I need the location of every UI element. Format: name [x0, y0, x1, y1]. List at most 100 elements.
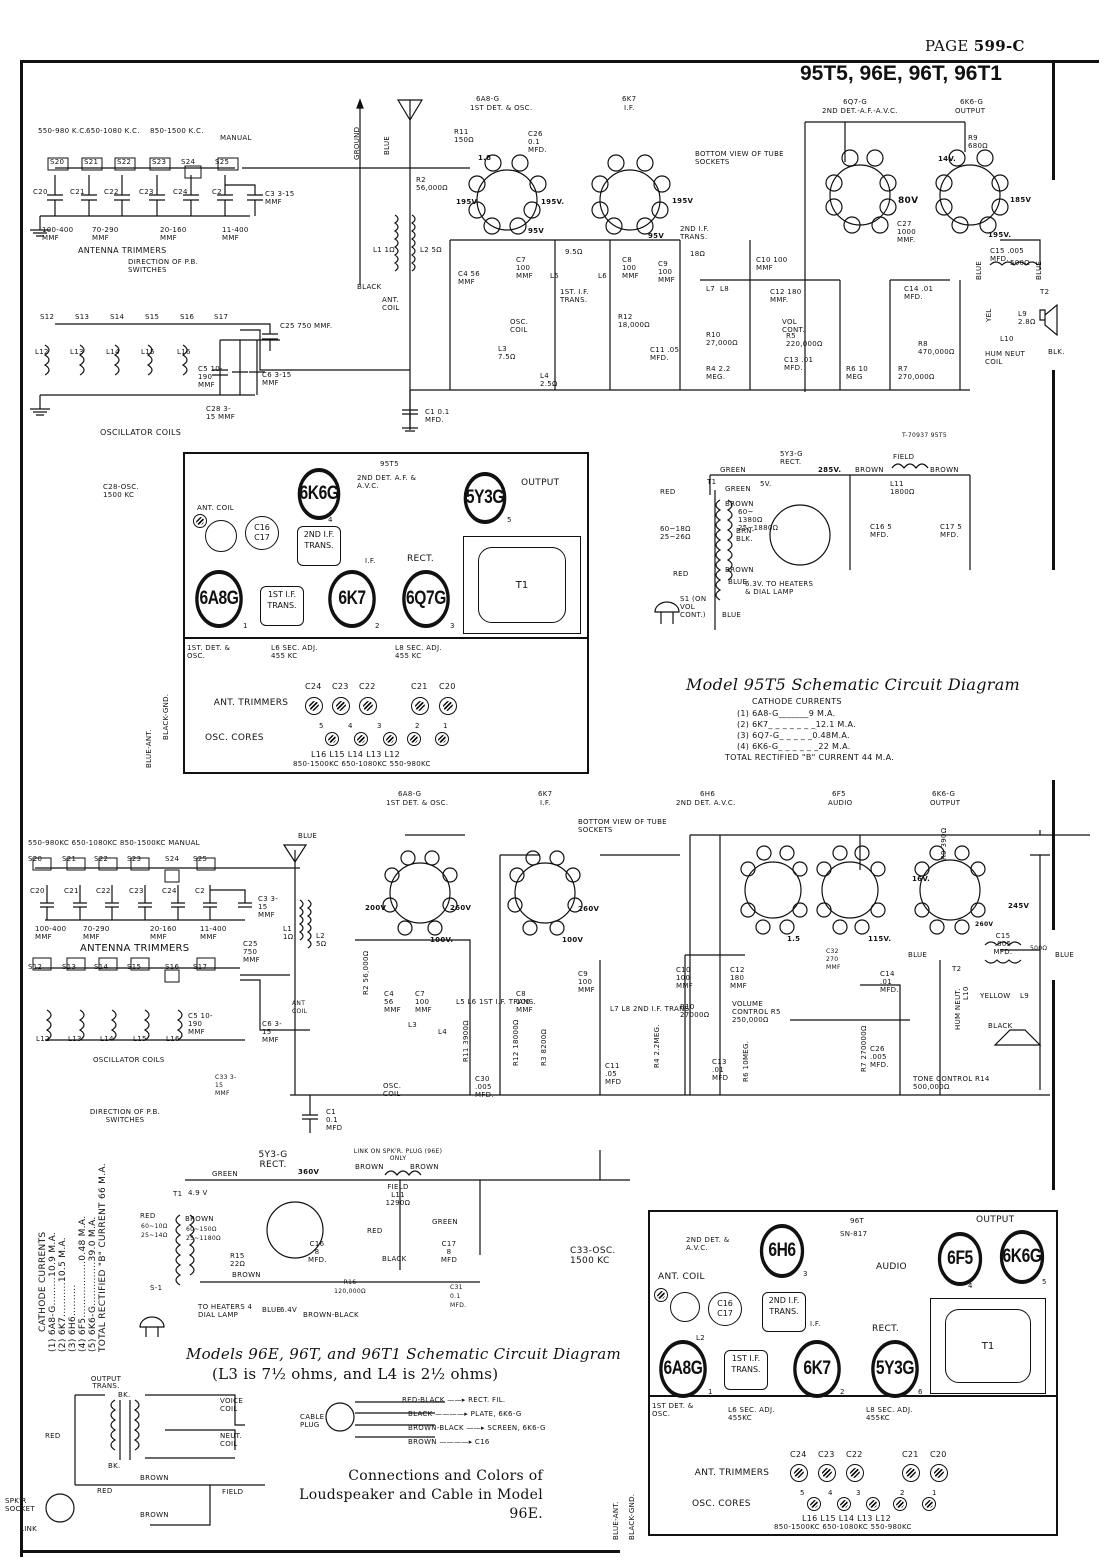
c28-osc-label: C28-OSC. 1500 KC	[103, 483, 139, 499]
trimmer-screw-c20[interactable]	[439, 697, 457, 715]
if1-transformer[interactable]: 1ST I.F. TRANS.	[724, 1350, 768, 1390]
tube-6a8g[interactable]: 6A8G	[195, 570, 243, 628]
trimmer-range: 11-400 MMF	[222, 226, 249, 242]
c25-capacitor	[240, 324, 278, 351]
heater-label: 6.3V. TO HEATERS & DIAL LAMP	[745, 580, 814, 596]
blue-label: BLUE	[298, 832, 318, 840]
ref-code: T-70937 95T5	[902, 432, 947, 439]
model-numbers: 95T5, 96E, 96T, 96T1	[800, 62, 1002, 85]
tube-number: 5	[507, 516, 512, 524]
c16-label: C16 5 MFD.	[870, 523, 892, 539]
osc-core-screw[interactable]	[893, 1497, 907, 1511]
l1-label: L1 1Ω	[283, 925, 294, 941]
tube2-name: 6K7	[538, 790, 553, 798]
trimmer-screw-c21[interactable]	[902, 1464, 920, 1482]
cathode-currents-table: CATHODE CURRENTS (1) 6A8-G.........10.9 …	[38, 1152, 108, 1352]
core-number: 4	[348, 722, 353, 730]
osc-core-screw[interactable]	[807, 1497, 821, 1511]
cable-row: BROWN ————▸ C16	[408, 1438, 490, 1446]
tube-5y3g[interactable]: 6Q7G	[402, 570, 450, 628]
switch-label: S21	[84, 158, 99, 166]
osc-coil-label: L16	[177, 348, 191, 356]
tube-6f5[interactable]: 6F5	[937, 1232, 983, 1286]
bottom-view-label: BOTTOM VIEW OF TUBE SOCKETS	[578, 818, 667, 834]
voltage-label: 185V	[1010, 196, 1032, 204]
osc-switches	[33, 958, 215, 982]
c16-c17-capacitor: C16 C17	[708, 1292, 742, 1326]
ground-symbol	[30, 216, 50, 236]
c12-label: C12 180 MMF.	[770, 288, 802, 304]
r7-label: R7 270,000Ω	[898, 365, 935, 381]
tube-number: 4	[968, 1282, 973, 1290]
black-label: BLACK	[357, 283, 382, 291]
osc-coil-label: L15	[133, 1035, 147, 1043]
if2-label: 2ND I.F. TRANS.	[680, 225, 710, 241]
trimmer-screw-c20[interactable]	[930, 1464, 948, 1482]
speaker-socket	[46, 1494, 74, 1522]
blue-wire-label: BLUE	[1055, 951, 1075, 959]
band-label: MANUAL	[220, 134, 252, 142]
c13-label: C13 .01 MFD.	[784, 356, 814, 372]
tube-6q7g[interactable]: 6K6G	[297, 468, 341, 520]
osc-core-screw[interactable]	[435, 732, 449, 746]
l4-label: L4	[438, 1028, 447, 1036]
trimmer-range: 20-160 MMF	[160, 226, 187, 242]
c13-label: C13 .01 MFD	[712, 1058, 729, 1082]
tube-6k6g[interactable]: 5Y3G	[463, 472, 507, 524]
tube-6k6g[interactable]: 6K6G	[999, 1230, 1045, 1284]
trimmer-screw-c24[interactable]	[790, 1464, 808, 1482]
tube-5y3g[interactable]: 5Y3G	[871, 1340, 919, 1398]
trimmer-label: C21	[64, 887, 79, 895]
tube-number: 4	[328, 516, 333, 524]
trimmer-label: C2	[195, 887, 205, 895]
if-label: I.F.	[365, 557, 376, 565]
osc-core-screw[interactable]	[837, 1497, 851, 1511]
osc-core-screw[interactable]	[325, 732, 339, 746]
c33-adjust-screw[interactable]	[654, 1288, 668, 1302]
trimmer-screw-c21[interactable]	[411, 697, 429, 715]
voltage-label: 285V.	[818, 466, 842, 474]
c28-adjust-screw[interactable]	[193, 514, 207, 528]
trimmer-screw-c23[interactable]	[332, 697, 350, 715]
blue-wire-label: BLUE	[975, 260, 983, 280]
ground-symbol	[30, 395, 50, 415]
tube-6k7[interactable]: 6K7	[793, 1340, 841, 1398]
osc-coils-symbols	[45, 345, 187, 375]
trimmer-screw-c23[interactable]	[818, 1464, 836, 1482]
blue-wire-label: BLUE	[1035, 260, 1043, 280]
tube-6k7[interactable]: 6K7	[328, 570, 376, 628]
t2-label: T2	[1040, 288, 1050, 296]
black-gnd-lead: BLACK-GND.	[628, 1493, 636, 1540]
voltage-label: 360V	[298, 1168, 320, 1176]
l3-label: L3	[408, 1021, 417, 1029]
trimmer-screw-c22[interactable]	[359, 697, 377, 715]
osc-core-screw[interactable]	[354, 732, 368, 746]
l8-adjust-label: L8 SEC. ADJ. 455KC	[866, 1406, 913, 1422]
ant-coil-label: ANT. COIL	[658, 1272, 705, 1282]
osc-core-screw[interactable]	[866, 1497, 880, 1511]
field-label: FIELD	[222, 1488, 244, 1496]
voltage-label: 1.5	[787, 935, 801, 943]
if1-transformer[interactable]: 1ST I.F. TRANS.	[260, 586, 304, 626]
if2-transformer[interactable]: 2ND I.F. TRANS.	[762, 1292, 806, 1332]
osc-core-screw[interactable]	[922, 1497, 936, 1511]
l10-label: L10	[1000, 335, 1014, 343]
wire-label: BLUE	[728, 578, 748, 586]
tube-socket-5	[915, 846, 985, 934]
s1-label: S-1	[150, 1284, 163, 1292]
stage-wiring	[450, 122, 965, 392]
trimmer-screw-c24[interactable]	[305, 697, 323, 715]
osc-core-screw[interactable]	[407, 732, 421, 746]
osc-core-screw[interactable]	[383, 732, 397, 746]
if2-transformer[interactable]: 2ND I.F. TRANS.	[297, 526, 341, 566]
tube-6a8g[interactable]: 6A8G	[659, 1340, 707, 1398]
trimmer-screw-c22[interactable]	[846, 1464, 864, 1482]
l2-label: L2 5Ω	[420, 246, 442, 254]
c30-label: C30 .005 MFD.	[475, 1075, 494, 1099]
wire-label: 5V.	[760, 480, 772, 488]
switch-label: S13	[75, 313, 90, 321]
c6-label: C6 3-15 MMF	[262, 371, 292, 387]
ant-coil-label: ANT. COIL	[197, 504, 234, 512]
bottom-view-label: BOTTOM VIEW OF TUBE SOCKETS	[695, 150, 784, 166]
tube-6h6[interactable]: 6H6	[759, 1224, 805, 1278]
